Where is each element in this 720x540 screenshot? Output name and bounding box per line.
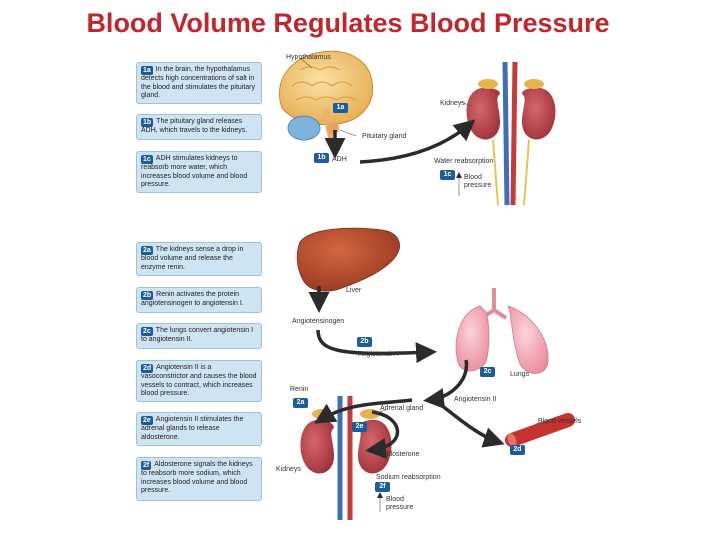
step-badge: 1a [141, 66, 153, 75]
pathway-arrows [308, 119, 505, 459]
label-kidneys-bottom: Kidneys [276, 466, 301, 473]
label-renin: Renin [290, 386, 309, 393]
label-adrenal-gland: Adrenal gland [380, 405, 424, 412]
label-angiotensinogen: Angiotensinogen [292, 318, 345, 325]
marker-2d: 2d [510, 445, 525, 455]
step-badge: 2b [141, 291, 154, 300]
step-text: ADH stimulates kidneys to reabsorb more … [141, 155, 248, 189]
step-text: In the brain, the hypothalamus detects h… [141, 66, 256, 100]
marker-1c: 1c [440, 170, 455, 180]
step-text: Angiotensin II stimulates the adrenal gl… [141, 416, 244, 441]
step-badge: 2a [141, 246, 153, 255]
step-badge: 1c [141, 155, 153, 164]
step-badge: 2f [141, 461, 152, 470]
marker-1b: 1b [314, 153, 329, 163]
label-blood-pressure-top: Blood pressure [464, 174, 492, 189]
pointer-lines [299, 57, 549, 512]
marker-2e: 2e [352, 422, 367, 432]
step-badge: 2d [141, 364, 154, 373]
step-text: Angiotensin II is a vasoconstrictor and … [141, 364, 257, 398]
label-angiotensin-2: Angiotensin II [454, 396, 497, 403]
lungs-illustration [455, 288, 549, 374]
marker-2f: 2f [375, 482, 390, 492]
label-kidneys-top: Kidneys [440, 100, 465, 107]
step-text: Aldosterone signals the kidneys to reabs… [141, 461, 253, 495]
marker-1a: 1a [333, 103, 348, 113]
label-hypothalamus: Hypothalamus [286, 54, 331, 61]
label-aldosterone: Aldosterone [382, 451, 420, 458]
brain-illustration [278, 50, 374, 144]
label-pituitary-gland: Pituitary gland [362, 133, 407, 140]
label-water-reabsorption: Water reabsorption [434, 158, 494, 165]
label-adh: ADH [332, 156, 347, 163]
label-blood-pressure-bottom: Blood pressure [386, 496, 414, 511]
step-text: The lungs convert angiotensin I to angio… [141, 327, 254, 343]
label-angiotensin-1: Angiotensin I [358, 351, 399, 358]
step-badge: 2e [141, 416, 153, 425]
step-text: Renin activates the protein angiotensino… [141, 291, 244, 307]
blood-vessel-illustration [505, 413, 575, 447]
step-text: The kidneys sense a drop in blood volume… [141, 246, 244, 271]
step-badge: 1b [141, 118, 154, 127]
step-badge: 2c [141, 327, 153, 336]
step-text: The pituitary gland releases ADH, which … [141, 118, 248, 134]
marker-2a: 2a [293, 398, 308, 408]
label-lungs: Lungs [510, 371, 530, 378]
liver-illustration [296, 227, 400, 292]
label-blood-vessels: Blood vessels [538, 418, 582, 425]
marker-2c: 2c [480, 367, 495, 377]
page-title: Blood Volume Regulates Blood Pressure [86, 8, 610, 38]
label-liver: Liver [346, 287, 362, 294]
marker-2b: 2b [357, 337, 372, 347]
label-sodium-reabsorption: Sodium reabsorption [376, 474, 441, 481]
